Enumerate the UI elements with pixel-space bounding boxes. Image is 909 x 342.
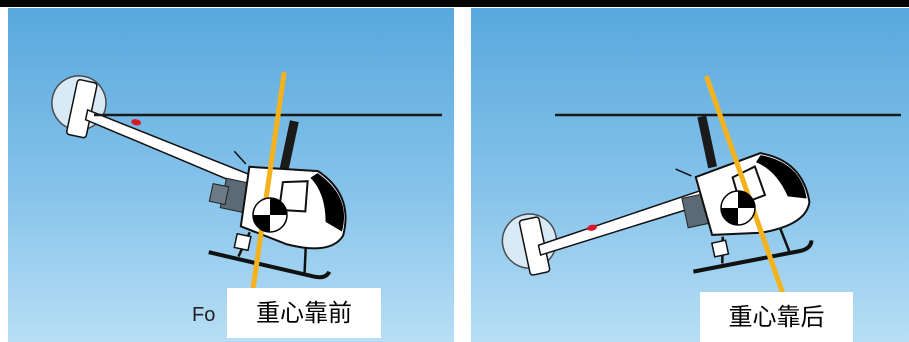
- helicopter-icon: [501, 115, 814, 276]
- landing-skid: [208, 250, 332, 280]
- cg-aft-label: 重心靠后: [700, 292, 853, 342]
- cg-vertical-line: [249, 71, 287, 299]
- center-of-gravity-marker-icon: [252, 197, 288, 233]
- skid-strut-front: [779, 228, 791, 252]
- windshield: [755, 155, 807, 199]
- windshield: [310, 173, 345, 232]
- cg-forward-label: 重心靠前: [227, 288, 381, 338]
- helicopter-diagram-aft: [501, 75, 901, 297]
- rotor-mast: [697, 115, 718, 169]
- cg-vertical-line: [704, 75, 786, 297]
- hidden-caption-text: Fo: [192, 304, 216, 326]
- center-of-gravity-marker-icon: [720, 190, 756, 226]
- helicopter-diagram-forward: [51, 71, 442, 299]
- beacon-light: [587, 224, 597, 231]
- panel-cg-forward: Fo 重心靠前: [8, 8, 454, 342]
- rotor-mast: [279, 120, 299, 173]
- tail-boom: [84, 108, 254, 192]
- beacon-light: [131, 119, 142, 126]
- top-border: [0, 0, 909, 7]
- landing-skid: [692, 240, 814, 274]
- skid-strut-front: [303, 248, 307, 273]
- helicopter-icon: [51, 75, 347, 280]
- panel-cg-aft: 重心靠后: [471, 8, 909, 342]
